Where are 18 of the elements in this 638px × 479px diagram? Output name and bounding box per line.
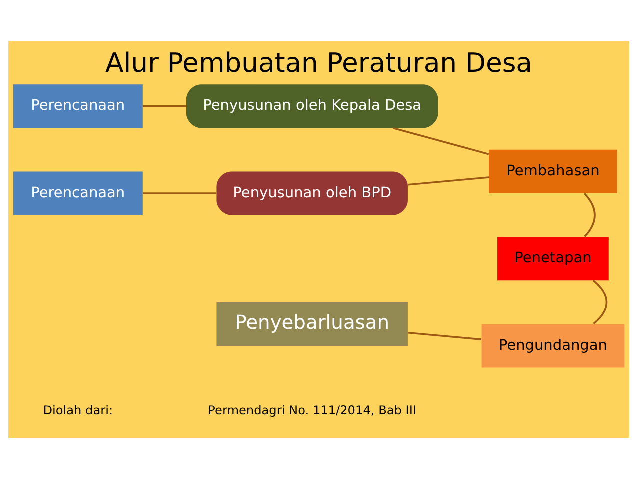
connector (584, 192, 596, 238)
label: Permendagri No. 111/2014, Bab III (208, 403, 417, 418)
node-box: Perencanaan (13, 84, 143, 128)
node-box: Penyusunan oleh Kepala Desa (186, 84, 438, 128)
node-box: Pembahasan (489, 150, 618, 194)
connector (592, 280, 608, 325)
connector (143, 105, 186, 108)
node-box: Penetapan (498, 237, 609, 281)
node-box: Perencanaan (13, 172, 143, 216)
label: Diolah dari: (43, 403, 114, 418)
connector (408, 176, 490, 186)
node-box: Penyusunan oleh BPD (216, 172, 408, 216)
connector (143, 192, 216, 194)
connector (393, 127, 490, 156)
connector (408, 332, 482, 340)
node-box: Pengundangan (482, 324, 625, 368)
node-box: Penyebarluasan (216, 302, 408, 346)
diagram-title: Alur Pembuatan Peraturan Desa (106, 48, 532, 79)
